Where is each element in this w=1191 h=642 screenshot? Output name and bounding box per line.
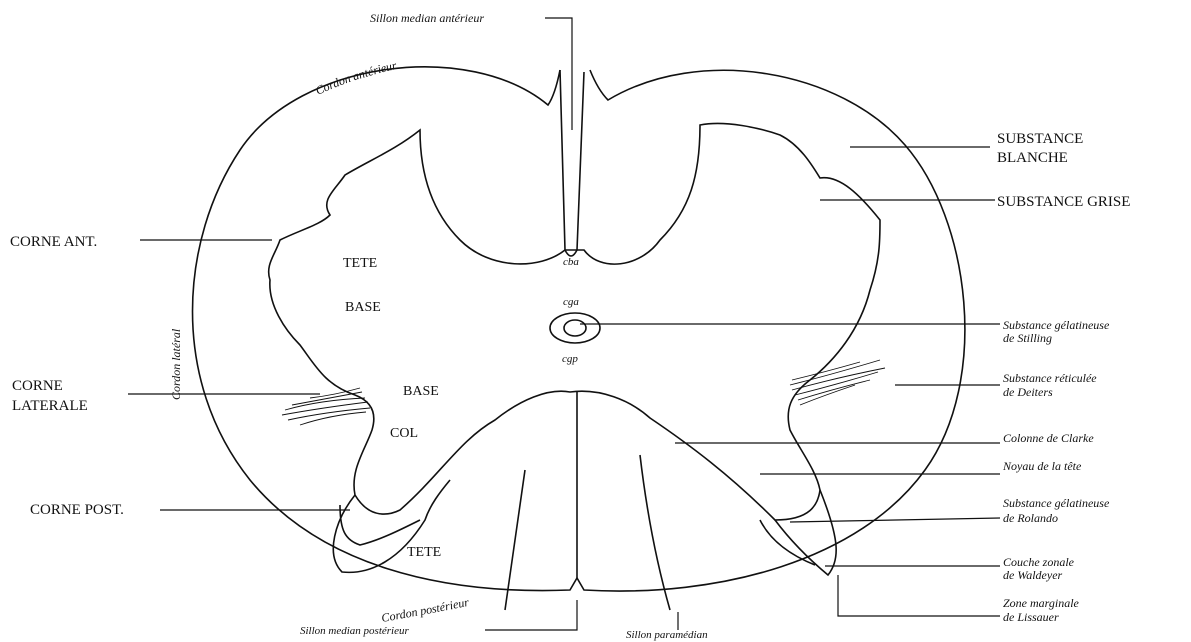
label-cgp: cgp <box>562 353 578 365</box>
grey-matter-outline <box>269 123 880 520</box>
label-cba: cba <box>563 256 579 268</box>
label-corne-ant: CORNE ANT. <box>10 234 97 250</box>
label-waldeyer-line1: Couche zonale <box>1003 555 1075 569</box>
label-stilling-line1: Substance gélatineuse <box>1003 318 1110 332</box>
leader-sillon-median-posterieur <box>485 600 577 630</box>
label-stilling-line2: de Stilling <box>1003 331 1052 345</box>
leader-lissauer <box>838 575 1000 616</box>
label-deiters-line2: de Deiters <box>1003 385 1053 399</box>
label-corne-laterale-line1: CORNE <box>12 378 63 394</box>
label-cordon-posterieur: Cordon postérieur <box>380 595 470 625</box>
label-rolando-line2: de Rolando <box>1003 511 1058 525</box>
label-base-ant: BASE <box>345 300 381 315</box>
label-sillon-median-anterieur: Sillon median antérieur <box>370 11 484 25</box>
label-tete-post: TETE <box>407 545 441 560</box>
label-substance-blanche-line1: SUBSTANCE <box>997 131 1083 147</box>
spinal-cord-outline <box>193 67 965 591</box>
label-corne-laterale-line2: LATERALE <box>12 398 88 414</box>
label-lissauer-line1: Zone marginale <box>1003 596 1080 610</box>
label-lissauer-line2: de Lissauer <box>1003 610 1059 624</box>
label-noyau-tete: Noyau de la tête <box>1002 459 1082 473</box>
label-col: COL <box>390 426 418 441</box>
paramedian-groove-left <box>505 470 525 610</box>
label-corne-post: CORNE POST. <box>30 502 124 518</box>
label-clarke: Colonne de Clarke <box>1003 431 1094 445</box>
label-substance-blanche-line2: BLANCHE <box>997 150 1068 166</box>
paramedian-groove-right <box>640 455 670 610</box>
label-sillon-median-posterieur: Sillon median postérieur <box>300 625 409 637</box>
label-deiters-line1: Substance réticulée <box>1003 371 1097 385</box>
label-cordon-lateral: Cordon latéral <box>169 328 183 400</box>
central-canal-outer <box>550 313 600 343</box>
label-rolando-line1: Substance gélatineuse <box>1003 496 1110 510</box>
label-substance-grise: SUBSTANCE GRISE <box>997 194 1130 210</box>
label-cga: cga <box>563 296 579 308</box>
reticular-formation-right <box>790 360 885 405</box>
label-tete-ant: TETE <box>343 256 377 271</box>
leader-rolando <box>790 518 1000 522</box>
label-sillon-paramedian: Sillon paramédian <box>626 629 708 641</box>
label-waldeyer-line2: de Waldeyer <box>1003 568 1063 582</box>
posterior-horn-right <box>775 490 836 575</box>
central-canal-inner <box>564 320 586 336</box>
label-cordon-anterieur: Cordon antérieur <box>313 58 398 98</box>
posterior-horn-left-inner <box>340 505 420 545</box>
label-base-post: BASE <box>403 384 439 399</box>
